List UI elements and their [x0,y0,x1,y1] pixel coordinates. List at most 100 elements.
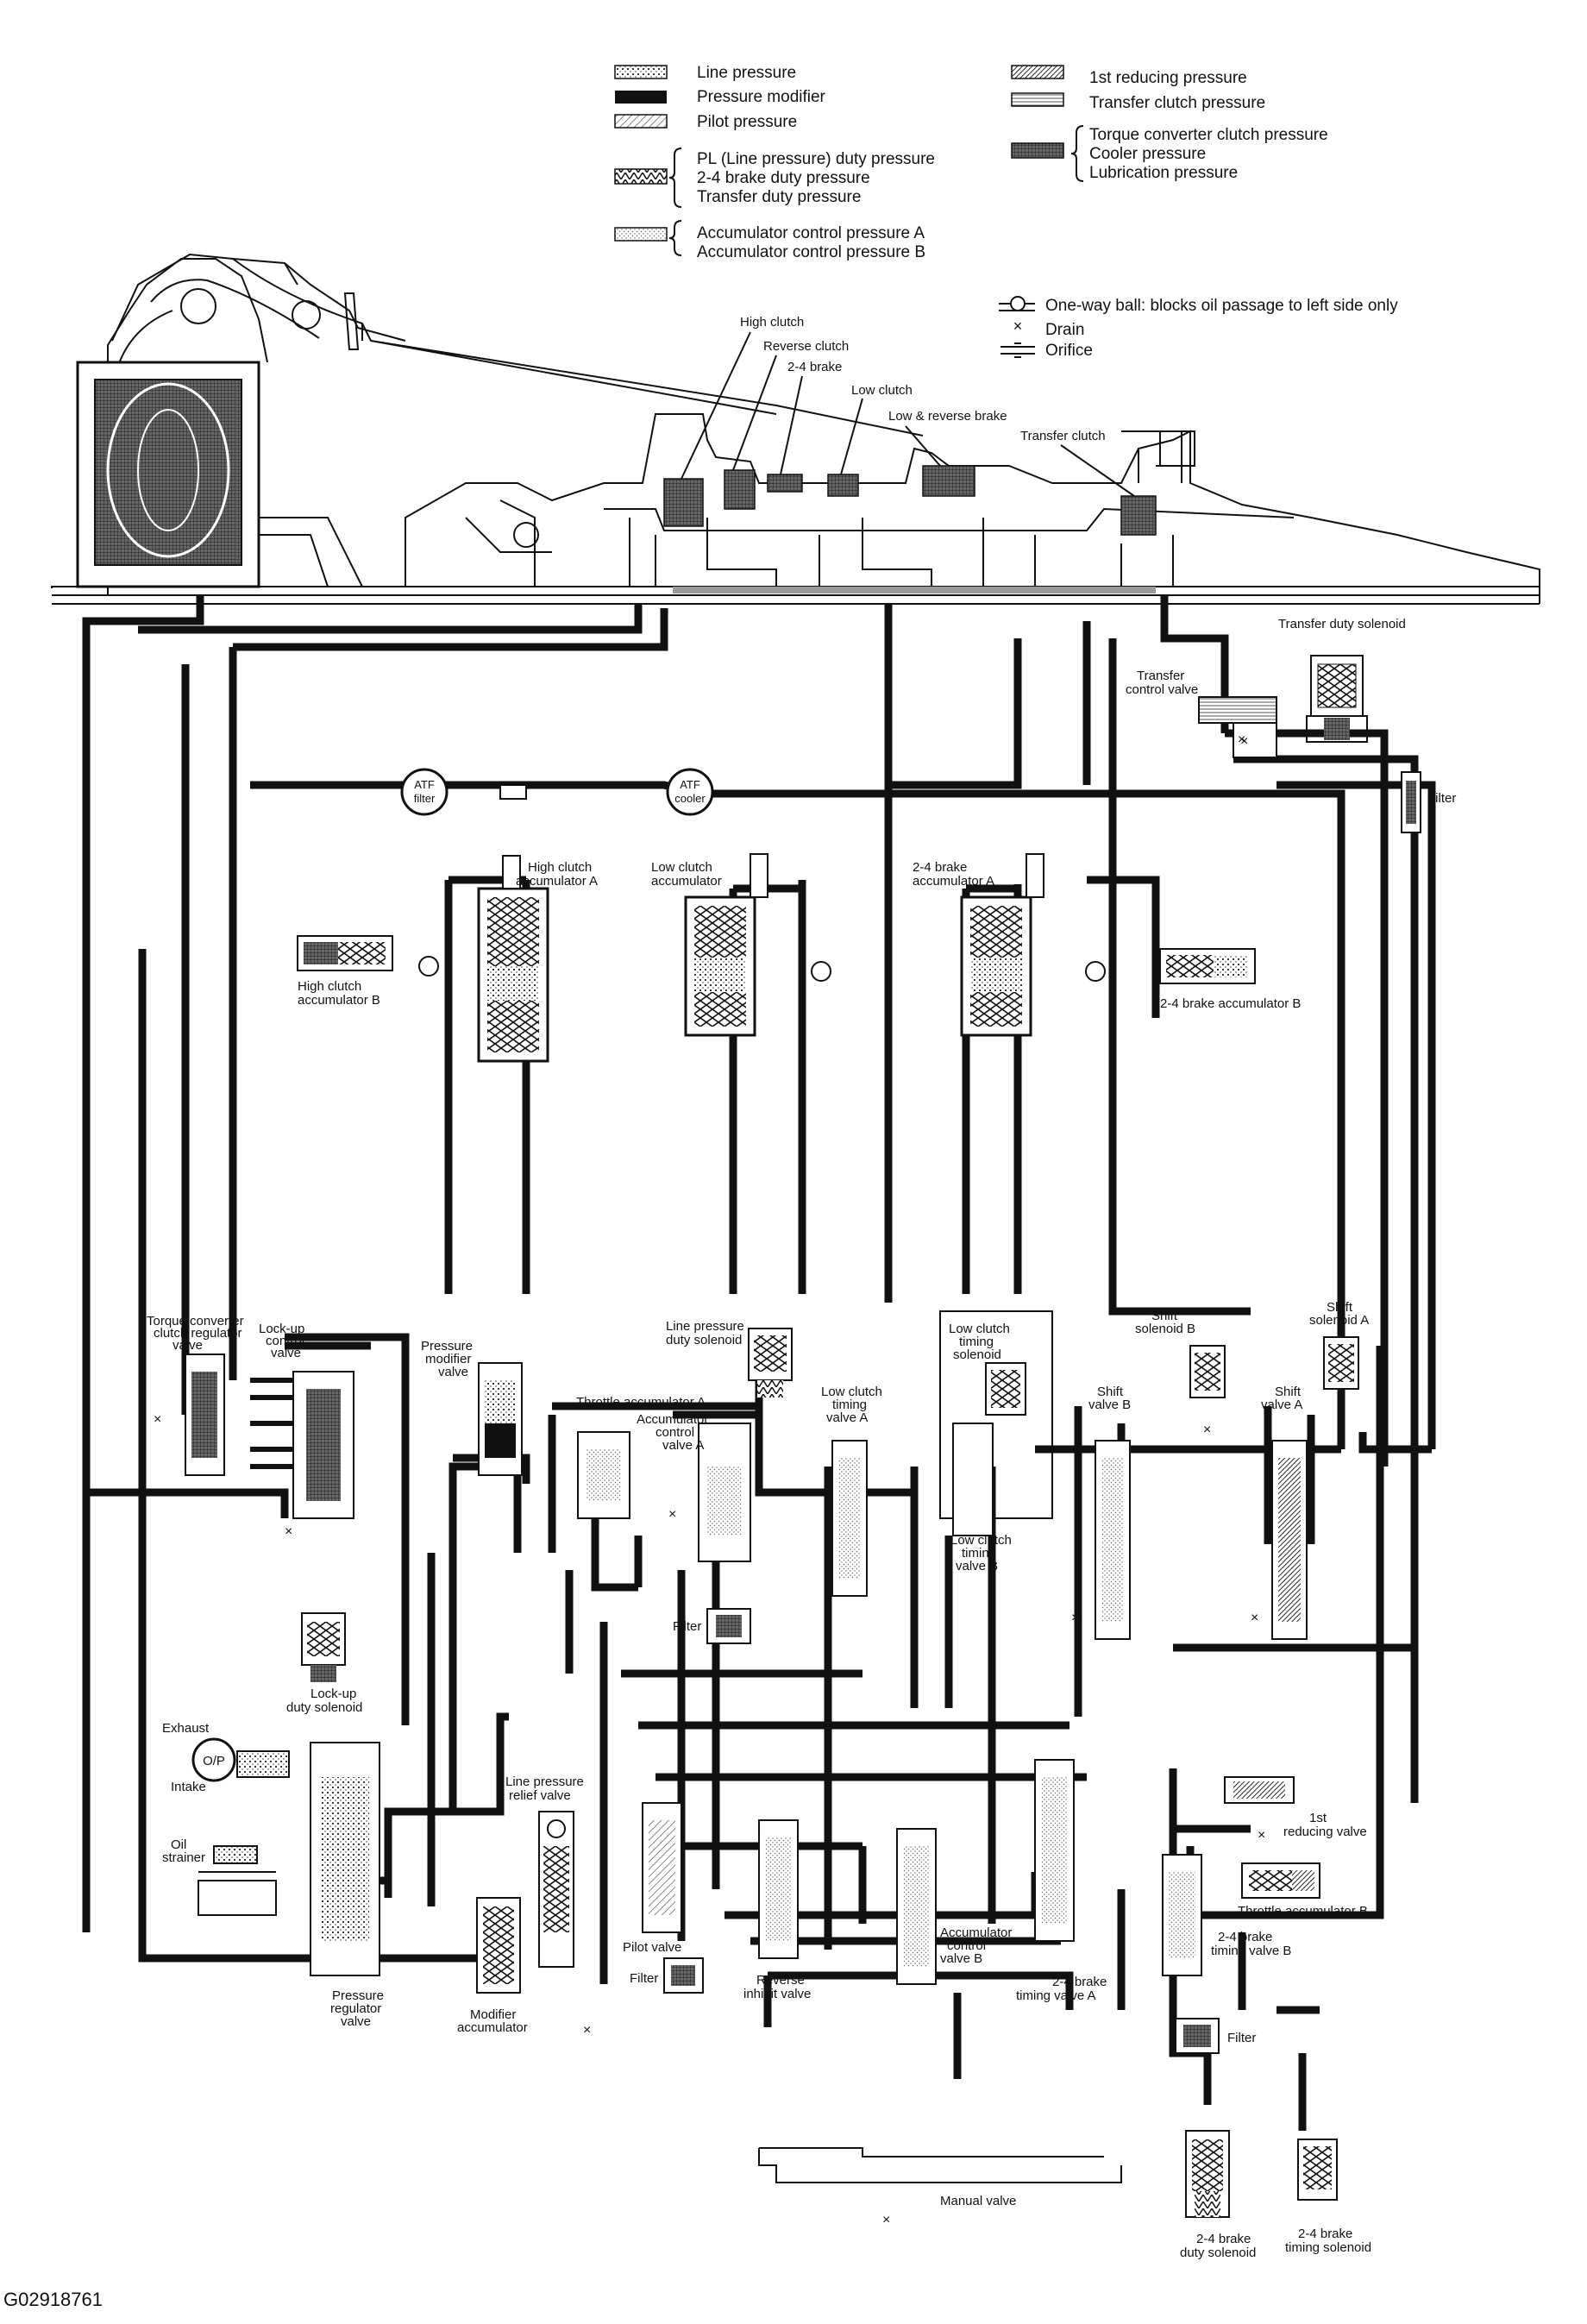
throttle-accumulator-a [577,1431,630,1519]
modifier-accumulator [476,1897,521,1994]
label-pressure-regulator: Pressure [332,1988,384,2003]
ball-valve-icon [999,296,1035,311]
label-lc-timing-a-3: valve A [826,1410,868,1425]
label-pilot-valve: Pilot valve [623,1940,681,1955]
manual-valve: × [758,2147,1122,2227]
legend-label: Cooler pressure [1089,145,1206,163]
lockup-control-valve: × [250,1371,354,1539]
oil-pump: O/P [191,1737,290,1782]
drain-x-icon: × [1013,317,1023,335]
ball-valve-icon [418,956,439,977]
label-brake-acc-a: 2-4 brake [913,860,967,875]
label-brake-duty-sol: 2-4 brake [1196,2232,1251,2246]
svg-text:×: × [882,2213,890,2227]
label-lc-timing-a-2: timing [832,1398,867,1412]
legend-swatch-accumulator-control [614,227,668,242]
orifice-icon [1000,342,1035,358]
lockup-duty-solenoid [301,1612,346,1682]
accumulator-control-valve-b [896,1828,937,1985]
low-clutch-timing-valve-a [831,1440,868,1597]
label-throttle-acc-a: Throttle accumulator A [576,1395,706,1410]
legend-label: Pilot pressure [697,113,797,131]
label-lc-timing-b: Low clutch [950,1533,1012,1548]
label-shift-sol-b: Shift [1151,1309,1178,1323]
label-lp-relief-2: relief valve [509,1788,571,1803]
legend-label: Orifice [1045,342,1093,360]
legend-swatch-torque-converter [1011,142,1064,159]
shift-valve-b [1095,1440,1131,1640]
label-pressure-regulator-2: regulator [330,2001,381,2016]
label-transfer-duty-solenoid: Transfer duty solenoid [1278,617,1406,631]
label-high-clutch-acc-b: High clutch [298,979,361,994]
high-clutch-accumulator-a [477,855,549,1063]
label-transfer-control-valve-2: control valve [1126,682,1198,697]
label-brake-timing-b: 2-4 brake [1218,1930,1272,1944]
label-lockup-duty: Lock-up [310,1686,356,1701]
label-lp-duty-solenoid: Line pressure [666,1319,744,1334]
label-tc-reg-valve: Torque converter [147,1314,244,1328]
legend-label: 2-4 brake duty pressure [697,169,870,187]
atf-cooler-label: ATF [680,778,700,791]
shift-solenoid-b [1189,1345,1226,1398]
filter-right [1401,771,1421,833]
drain-x-icon: × [1251,1611,1258,1625]
svg-text:×: × [1203,1423,1211,1437]
pressure-regulator-valve [310,1742,380,1976]
label-filter-center: Filter [673,1619,701,1634]
label-brake-timing-b-2: timing valve B [1211,1944,1291,1958]
label-brake-timing-sol: 2-4 brake [1298,2227,1352,2241]
label-lc-timing-b-2: timing [962,1546,996,1561]
legend-swatch-1st-reducing [1011,65,1064,79]
label-shift-valve-a: Shift [1275,1385,1302,1399]
label-acc-ctrl-a-2: control [656,1425,694,1440]
svg-text:×: × [154,1412,161,1427]
svg-text:×: × [1251,1611,1258,1625]
orifice-icon [499,784,527,800]
op-label: O/P [203,1754,225,1768]
label-lockup-control-valve-3: valve [271,1346,301,1360]
legend-swatch-pl-duty [614,168,668,185]
label-lockup-control-valve-2: control [266,1334,304,1348]
legend-brace [668,148,682,208]
pilot-valve [642,1802,682,1933]
legend-label: Transfer clutch pressure [1089,94,1265,112]
label-pressure-regulator-3: valve [341,2014,371,2029]
label-acc-ctrl-b-3: valve B [940,1951,982,1966]
shift-solenoid-a [1323,1336,1359,1390]
figure-id: G02918761 [3,2289,103,2310]
svg-text:×: × [1240,734,1248,749]
label-lp-relief: Line pressure [505,1774,584,1789]
transfer-duty-solenoid [1306,655,1368,743]
atf-filter-label: ATF [414,778,435,791]
legend-label: Accumulator control pressure A [697,224,925,242]
label-low-clutch: Low clutch [851,383,913,398]
label-filter-lower: Filter [630,1971,658,1986]
label-lockup-duty-2: duty solenoid [286,1700,362,1715]
label-brake-acc-b: 2-4 brake accumulator B [1160,996,1301,1011]
label-oil-strainer-2: strainer [162,1850,205,1865]
shift-valve-a [1271,1440,1308,1640]
legend-label: Transfer duty pressure [697,188,861,206]
label-lp-duty-solenoid-2: duty solenoid [666,1333,742,1347]
brake-24-timing-valve-a [1034,1759,1075,1942]
svg-text:×: × [668,1507,676,1522]
label-exhaust: Exhaust [162,1721,210,1736]
legend-brace [1070,125,1084,182]
label-lockup-control-valve: Lock-up [259,1322,304,1336]
oil-passages [82,595,1436,2131]
label-tc-reg-valve-2: clutch regulator [154,1326,242,1341]
label-pressure-modifier-valve: Pressure [421,1339,473,1354]
accumulator-control-valve-a: × [668,1423,751,1562]
label-1st-reducing-2: reducing valve [1283,1825,1367,1839]
label-shift-sol-a-2: solenoid A [1309,1313,1369,1328]
legend-label: Pressure modifier [697,88,826,106]
legend-label: Line pressure [697,64,796,82]
label-acc-ctrl-b: Accumulator [940,1925,1012,1940]
atf-filter-label-2: filter [414,792,436,805]
drain-x-icon: × [583,2023,591,2038]
label-brake-timing-sol-2: timing solenoid [1285,2240,1371,2255]
legend-label: Torque converter clutch pressure [1089,126,1328,144]
transfer-control-valve: × [1198,696,1277,758]
svg-text:×: × [1238,732,1245,747]
atf-cooler: ATF cooler [666,768,714,816]
